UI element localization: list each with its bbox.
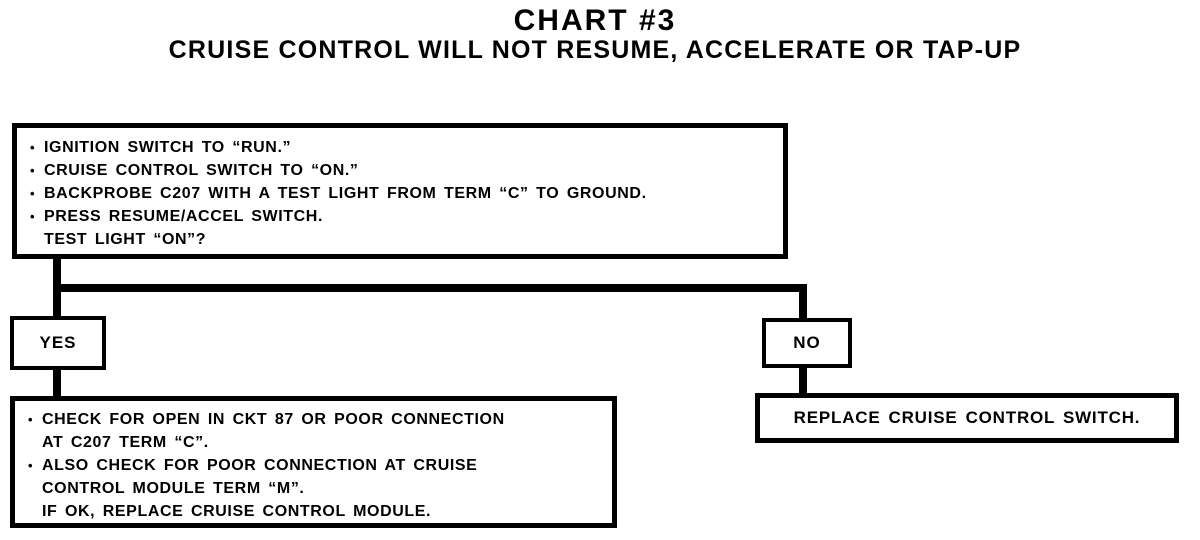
result-line: • CHECK FOR OPEN IN CKT 87 OR POOR CONNE… [28, 408, 608, 431]
step-question-text: TEST LIGHT “ON”? [44, 231, 207, 248]
bullet-icon: • [30, 209, 36, 224]
no-branch-box: NO [762, 318, 852, 368]
result-line: IF OK, REPLACE CRUISE CONTROL MODULE. [28, 500, 608, 523]
bullet-icon: • [30, 186, 36, 201]
result-text: IF OK, REPLACE CRUISE CONTROL MODULE. [42, 503, 432, 520]
diagnostic-steps-box: • IGNITION SWITCH TO “RUN.” • CRUISE CON… [12, 123, 788, 259]
step-line: • IGNITION SWITCH TO “RUN.” [30, 136, 777, 159]
result-line: CONTROL MODULE TERM “M”. [28, 477, 608, 500]
connector-no-drop [799, 284, 807, 320]
result-text: CHECK FOR OPEN IN CKT 87 OR POOR CONNECT… [42, 411, 505, 428]
no-result-box: REPLACE CRUISE CONTROL SWITCH. [755, 393, 1179, 443]
bullet-icon: • [30, 140, 36, 155]
connector-branch-bar [53, 284, 807, 292]
chart-title: CHART #3 [513, 4, 677, 37]
step-question-line: TEST LIGHT “ON”? [30, 228, 777, 251]
step-text: IGNITION SWITCH TO “RUN.” [44, 139, 292, 156]
result-text: CONTROL MODULE TERM “M”. [42, 480, 305, 497]
step-line: • CRUISE CONTROL SWITCH TO “ON.” [30, 159, 777, 182]
step-line: • BACKPROBE C207 WITH A TEST LIGHT FROM … [30, 182, 777, 205]
no-result-text: REPLACE CRUISE CONTROL SWITCH. [793, 408, 1141, 427]
step-text: BACKPROBE C207 WITH A TEST LIGHT FROM TE… [44, 185, 647, 202]
step-line: • PRESS RESUME/ACCEL SWITCH. [30, 205, 777, 228]
yes-result-box: • CHECK FOR OPEN IN CKT 87 OR POOR CONNE… [10, 396, 617, 528]
result-line: • ALSO CHECK FOR POOR CONNECTION AT CRUI… [28, 454, 608, 477]
chart-subtitle: CRUISE CONTROL WILL NOT RESUME, ACCELERA… [168, 36, 1022, 64]
connector-yes-result-drop [53, 368, 61, 398]
yes-branch-box: YES [10, 316, 106, 370]
step-text: PRESS RESUME/ACCEL SWITCH. [44, 208, 323, 225]
step-text: CRUISE CONTROL SWITCH TO “ON.” [44, 162, 359, 179]
bullet-icon: • [28, 458, 34, 473]
no-label: NO [793, 333, 821, 352]
result-line: AT C207 TERM “C”. [28, 431, 608, 454]
result-text: AT C207 TERM “C”. [42, 434, 209, 451]
connector-stem [53, 256, 61, 288]
bullet-icon: • [28, 412, 34, 427]
yes-label: YES [39, 333, 77, 352]
result-text: ALSO CHECK FOR POOR CONNECTION AT CRUISE [42, 457, 478, 474]
bullet-icon: • [30, 163, 36, 178]
connector-yes-drop [53, 284, 61, 318]
connector-no-result-drop [799, 366, 807, 395]
